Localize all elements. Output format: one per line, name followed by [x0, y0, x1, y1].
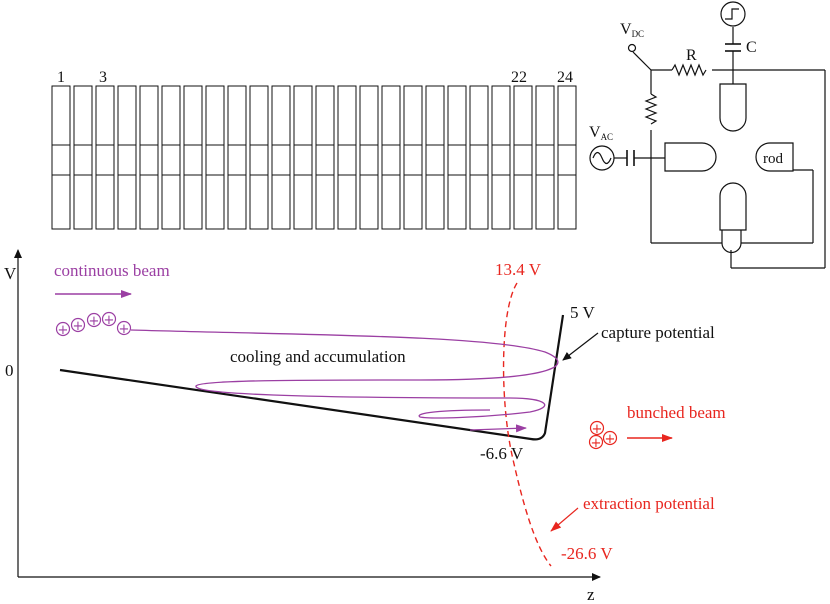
- ion-icon: [101, 311, 117, 327]
- vac-label: VAC: [589, 124, 613, 142]
- resistor-label: R: [686, 47, 697, 64]
- electrode-segment: [469, 85, 489, 230]
- electrode-segment: [403, 85, 423, 230]
- electrode-segment: [139, 85, 159, 230]
- voltage-minus-6-6: -6.6 V: [480, 444, 524, 463]
- ion-spiral-trajectory: [130, 329, 559, 419]
- cooling-label: cooling and accumulation: [230, 347, 406, 366]
- electrode-array: [51, 85, 577, 230]
- y-axis-label: V: [4, 264, 17, 283]
- ion-charge-symbol: +: [592, 422, 603, 437]
- vdc-label: VDC: [620, 21, 644, 39]
- electrode-segment: [117, 85, 137, 230]
- ion-cluster-continuous: [55, 311, 132, 337]
- vdc-terminal: [627, 43, 637, 53]
- capture-potential-label: capture potential: [601, 323, 715, 342]
- electrode-label-24: 24: [557, 69, 573, 86]
- electrode-segment: [73, 85, 93, 230]
- ion-icon: [86, 312, 102, 328]
- electrode-label-3: 3: [99, 69, 107, 86]
- ion-icon: [589, 420, 605, 436]
- electrode-segment: [535, 85, 555, 230]
- ion-icon: [116, 320, 132, 336]
- bunched-beam-label: bunched beam: [627, 403, 726, 422]
- sine-wave-icon: [592, 151, 612, 165]
- rod-top: [719, 83, 747, 132]
- ion-charge-symbol: +: [73, 319, 84, 334]
- resistor-vertical: [644, 93, 658, 125]
- electrode-segment: [161, 85, 181, 230]
- electrode-segment: [337, 85, 357, 230]
- rod-bottom: [719, 182, 747, 231]
- electrode-segment: [491, 85, 511, 230]
- rod-label: rod: [763, 151, 783, 167]
- extraction-potential-curve: [502, 282, 552, 567]
- ion-icon: [588, 434, 604, 450]
- electrode-segment: [271, 85, 291, 230]
- capacitor-label: C: [746, 39, 757, 56]
- extraction-potential-label: extraction potential: [583, 494, 715, 513]
- plot-axes: [14, 249, 601, 581]
- extraction-potential-arrow: [550, 507, 579, 532]
- voltage-13-4: 13.4 V: [495, 260, 542, 279]
- electrode-segment: [447, 85, 467, 230]
- rod-right: [755, 142, 794, 172]
- ion-charge-symbol: +: [119, 322, 130, 337]
- capture-potential-arrow: [562, 332, 599, 361]
- ion-icon: [70, 317, 86, 333]
- electrode-label-22: 22: [511, 69, 527, 86]
- electrode-segment: [205, 85, 225, 230]
- pulse-source: [720, 1, 746, 27]
- electrode-segment: [557, 85, 577, 230]
- ion-icon: [602, 430, 618, 446]
- voltage-minus-26-6: -26.6 V: [561, 544, 613, 563]
- ion-icon: [55, 321, 71, 337]
- x-axis-label: z: [587, 585, 595, 604]
- electrode-label-1: 1: [57, 69, 65, 86]
- pulse-step-icon: [725, 8, 739, 20]
- electrode-segment: [293, 85, 313, 230]
- ion-trajectory-arrow: [469, 424, 527, 433]
- continuous-beam-label: continuous beam: [54, 261, 170, 280]
- electrode-segment: [359, 85, 379, 230]
- ion-cluster-bunched: [588, 420, 618, 450]
- ion-charge-symbol: +: [104, 313, 115, 328]
- ion-charge-symbol: +: [89, 314, 100, 329]
- rod-left: [664, 142, 717, 172]
- electrode-segment: [227, 85, 247, 230]
- resistor-r: [671, 63, 707, 77]
- electrode-segment: [95, 85, 115, 230]
- ion-charge-symbol: +: [605, 432, 616, 447]
- electrode-segment: [315, 85, 335, 230]
- voltage-5: 5 V: [570, 303, 595, 322]
- electrode-segment: [513, 85, 533, 230]
- electrode-segment: [183, 85, 203, 230]
- ion-charge-symbol: +: [58, 323, 69, 338]
- electrode-segment: [249, 85, 269, 230]
- electrode-segment: [425, 85, 445, 230]
- zero-label: 0: [5, 361, 14, 380]
- rf-circuit: [589, 1, 826, 269]
- capture-potential-curve: [59, 314, 565, 441]
- electrode-segment: [51, 85, 71, 230]
- ion-charge-symbol: +: [591, 436, 602, 451]
- electrode-segment: [381, 85, 401, 230]
